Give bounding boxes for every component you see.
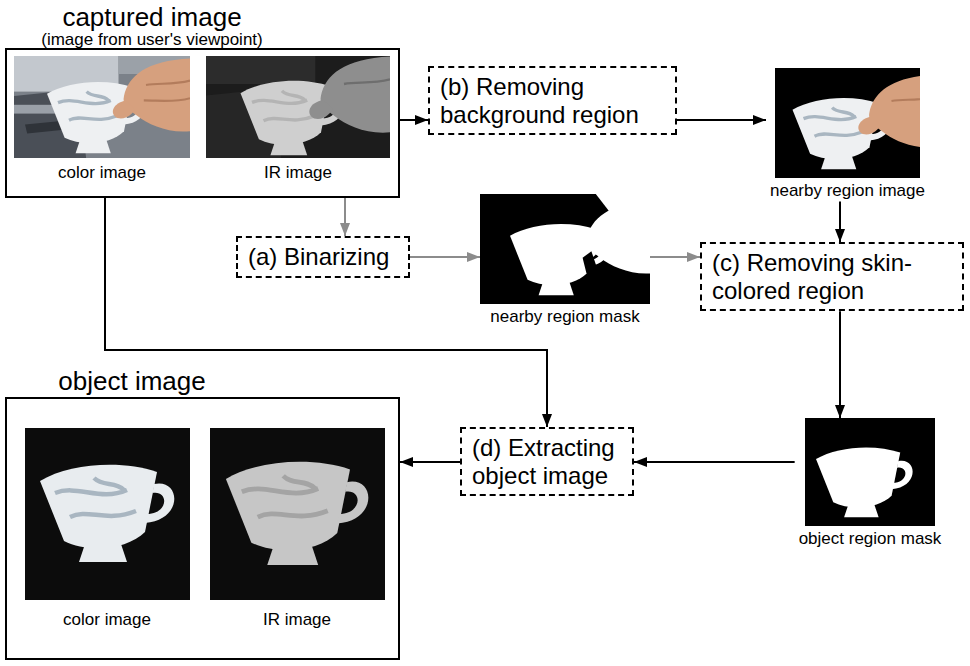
object-mask — [784, 418, 957, 526]
binary-mask — [477, 194, 653, 304]
flow-arrow — [344, 198, 346, 236]
flow-arrow — [839, 311, 841, 418]
process-box: (d) Extracting object image — [460, 427, 634, 496]
flow-arrow — [650, 256, 700, 258]
node-text: nearby region mask — [480, 307, 650, 327]
object-color-photo — [40, 465, 174, 562]
nearby-photo — [760, 68, 936, 178]
mask-panel: nearby region mask — [480, 194, 650, 327]
image-caption: color image — [58, 163, 146, 183]
image-caption: color image — [63, 610, 151, 630]
heading: captured image — [2, 4, 302, 31]
flow-arrow — [839, 201, 841, 242]
node-text: (d) Extracting object image — [472, 434, 622, 489]
object-ir-photo — [226, 462, 368, 565]
subheading: (image from user's viewpoint) — [2, 31, 302, 49]
process-box: (a) Binarizing — [236, 236, 410, 278]
image-panel: nearby region image — [766, 68, 929, 201]
image-caption: IR image — [263, 610, 331, 630]
process-box: (c) Removing skin-colored region — [700, 242, 964, 311]
image-caption: IR image — [264, 163, 332, 183]
heading: object image — [7, 368, 257, 395]
photo-ground — [210, 428, 385, 600]
photo-ground — [25, 428, 190, 600]
flow-arrow — [400, 461, 460, 463]
flow-arrow — [400, 119, 428, 121]
flow-arrow — [410, 256, 480, 258]
flow-arrow — [634, 461, 795, 463]
process-box: (b) Removing background region — [428, 66, 677, 135]
node-text: (b) Removing background region — [440, 73, 665, 128]
node-text: (c) Removing skin-colored region — [712, 249, 952, 304]
heading-group: object image — [7, 368, 257, 395]
flow-arrow — [677, 119, 766, 121]
node-text: nearby region image — [766, 181, 929, 201]
node-text: (a) Binarizing — [248, 243, 398, 271]
color-photo — [14, 52, 190, 162]
heading-group: captured image(image from user's viewpoi… — [2, 4, 302, 49]
node-text: object region mask — [795, 529, 946, 549]
mask-panel: object region mask — [795, 418, 946, 549]
ir-photo — [206, 50, 390, 165]
